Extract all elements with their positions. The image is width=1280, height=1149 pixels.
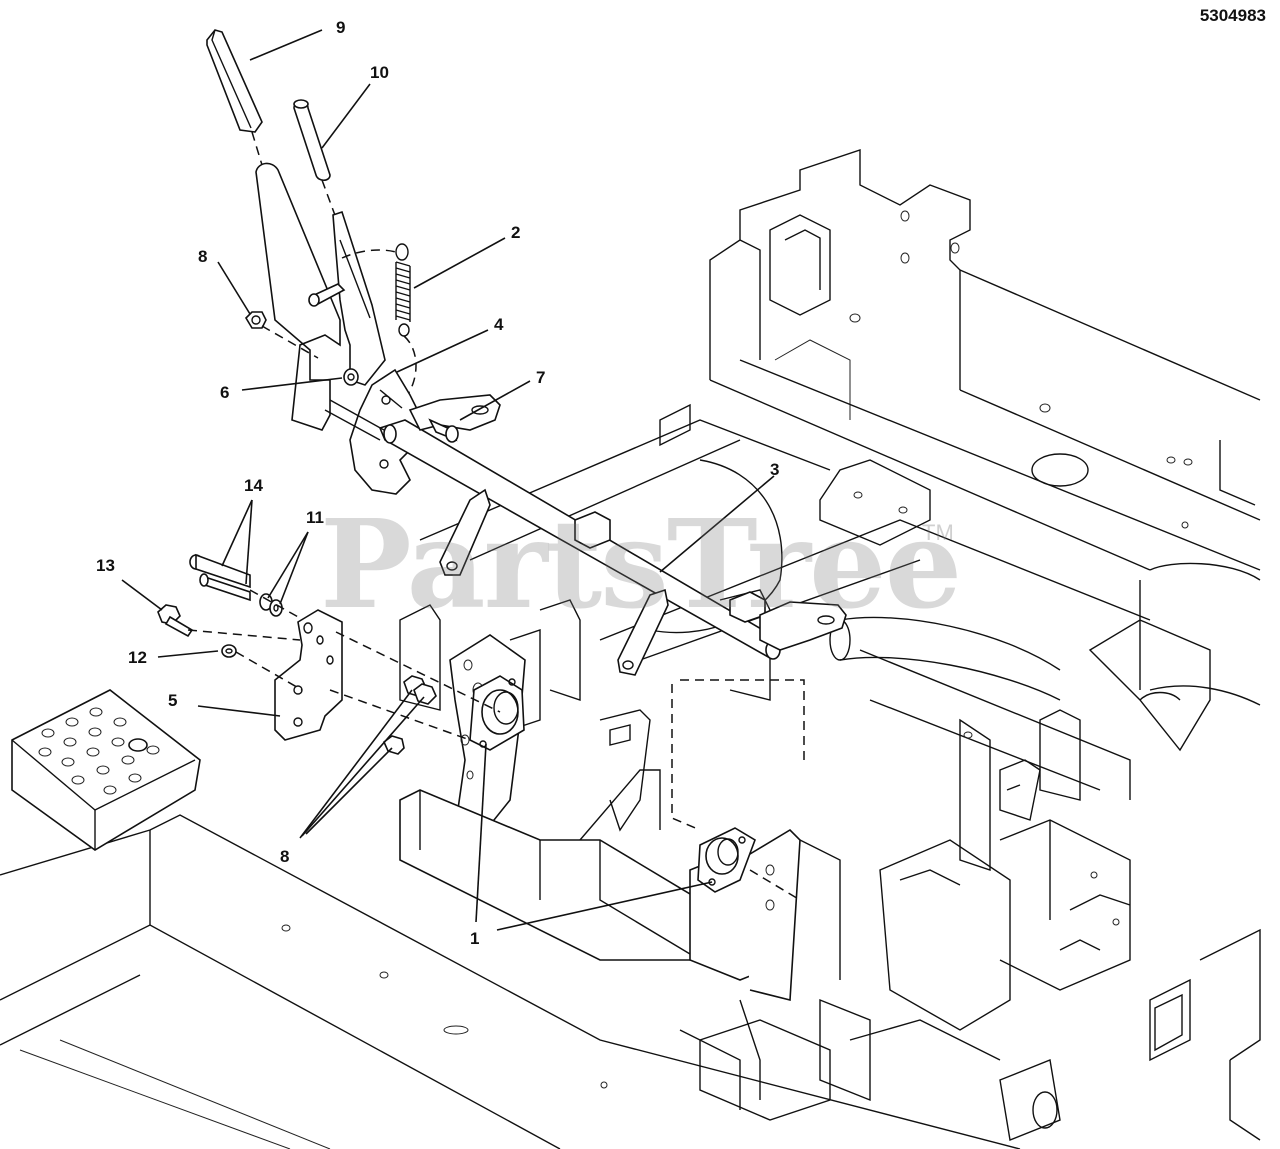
callout-10: 10 (370, 63, 389, 82)
part-14-bolt (189, 553, 251, 602)
lever-arm-right (332, 210, 386, 386)
callout-1: 1 (470, 929, 479, 948)
callout-7: 7 (536, 368, 545, 387)
watermark-trademark: TM (922, 520, 954, 545)
parts (157, 29, 847, 901)
callout-3: 3 (770, 460, 779, 479)
callout-14: 14 (244, 476, 263, 495)
chassis-frame (0, 149, 1261, 1149)
callout-11: 11 (306, 508, 324, 527)
callout-4: 4 (494, 315, 504, 334)
callout-2: 2 (511, 223, 520, 242)
callout-12: 12 (128, 648, 147, 667)
part-8-nut-upper (244, 311, 267, 329)
part-13-screw (157, 604, 194, 638)
part-3-rockshaft (324, 394, 847, 676)
part-6-washer (343, 368, 359, 386)
callout-8-upper: 8 (198, 247, 207, 266)
diagram-part-number: 5304983 (1199, 6, 1266, 25)
part-5-bracket (274, 609, 343, 741)
callout-labels: 9 10 2 8 4 6 7 3 14 11 13 12 5 8 1 (96, 18, 779, 948)
part-8-nuts-lower (383, 675, 437, 755)
callout-6: 6 (220, 383, 229, 402)
leader-lines (121, 29, 775, 931)
callout-8-lower: 8 (280, 847, 289, 866)
part-2-spring (395, 243, 411, 337)
part-10-roll-pin (293, 101, 331, 182)
callout-5: 5 (168, 691, 177, 710)
callout-9: 9 (336, 18, 345, 37)
callout-13: 13 (96, 556, 115, 575)
part-1-bearings (469, 675, 756, 893)
part-12-washer (221, 644, 237, 658)
part-9-handle-grip (206, 29, 263, 133)
